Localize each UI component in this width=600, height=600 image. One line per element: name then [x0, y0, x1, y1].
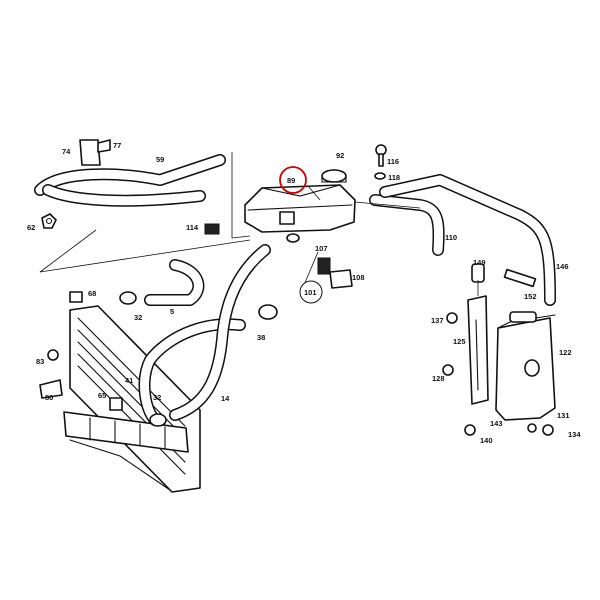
- callout-110: 110: [445, 233, 457, 242]
- highlight-circle-89: [279, 166, 307, 194]
- callout-114: 114: [186, 223, 199, 232]
- hose-14: [169, 244, 271, 421]
- callout-92: 92: [336, 151, 344, 160]
- callout-146: 146: [556, 262, 569, 271]
- callout-101: 101: [304, 288, 317, 297]
- callout-80: 80: [45, 393, 53, 402]
- callout-149: 149: [473, 258, 486, 267]
- hose-110: [369, 194, 445, 256]
- hose-59: [34, 154, 226, 207]
- callout-128: 128: [432, 374, 445, 383]
- callout-labels: 74 77 59 62 89 92 116 118 114 110 107 10…: [27, 141, 581, 445]
- callout-62: 62: [27, 223, 35, 232]
- callout-125: 125: [453, 337, 466, 346]
- callout-circle-101: [299, 280, 323, 304]
- callout-89: 89: [287, 176, 295, 185]
- callout-118: 118: [388, 173, 400, 182]
- callout-107: 107: [315, 244, 328, 253]
- hose-5: [144, 259, 205, 306]
- callout-134: 134: [568, 430, 581, 439]
- callout-38: 38: [257, 333, 265, 342]
- callout-68: 68: [88, 289, 96, 298]
- hose-41: [138, 318, 246, 426]
- callout-140: 140: [480, 436, 493, 445]
- callout-5: 5: [170, 307, 174, 316]
- callout-14: 14: [221, 394, 230, 403]
- washer-reservoir: [495, 311, 556, 421]
- callout-122: 122: [559, 348, 572, 357]
- callout-41: 41: [125, 376, 133, 385]
- callout-143: 143: [490, 419, 503, 428]
- callout-83: 83: [36, 357, 44, 366]
- callout-137: 137: [431, 316, 444, 325]
- callout-77: 77: [113, 141, 121, 150]
- mounting-bracket: [467, 295, 489, 405]
- expansion-tank: [244, 169, 356, 243]
- radiator: [63, 305, 201, 493]
- leader-lines: [39, 152, 479, 296]
- callout-59: 59: [156, 155, 164, 164]
- callout-65: 65: [98, 391, 106, 400]
- hose-146: [379, 174, 556, 306]
- callout-116: 116: [387, 157, 399, 166]
- callout-32-lower: 32: [153, 393, 161, 402]
- callout-131: 131: [557, 411, 570, 420]
- callout-32-upper: 32: [134, 313, 142, 322]
- callout-108: 108: [352, 273, 365, 282]
- callout-74: 74: [62, 147, 71, 156]
- callout-152: 152: [524, 292, 537, 301]
- hardware: [39, 139, 554, 436]
